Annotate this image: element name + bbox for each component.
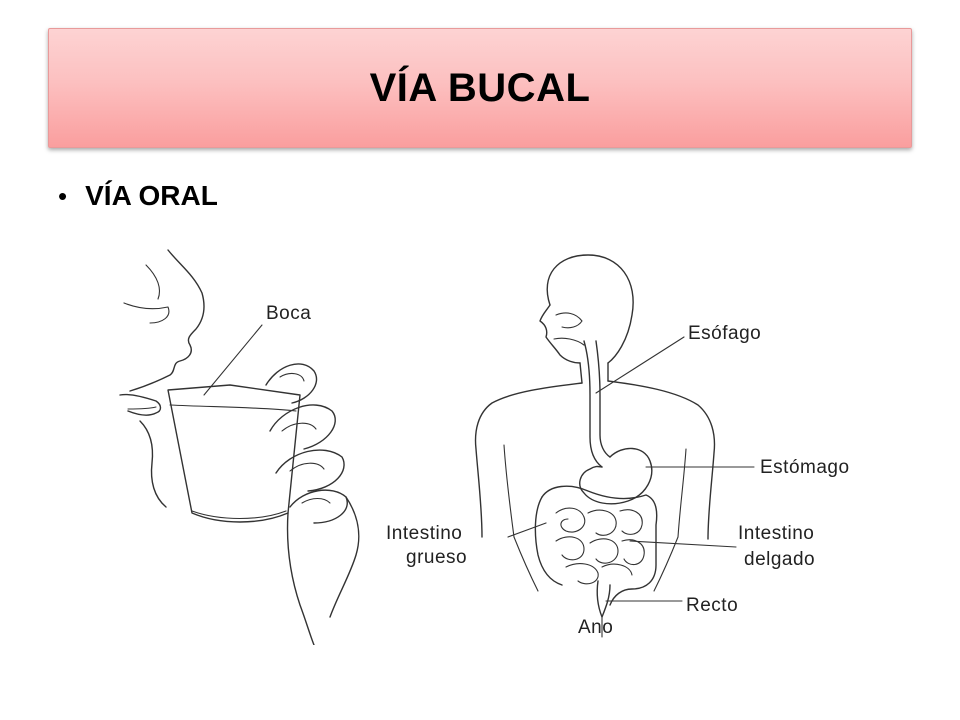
label-intestino-delgado-2: delgado [744,549,815,570]
bullet-dot-icon: • [58,181,68,211]
bullet-text: VÍA ORAL [85,180,218,211]
digestive-illustration: Boca [119,249,850,645]
label-intestino-grueso-1: Intestino [386,523,462,544]
label-boca: Boca [266,303,311,324]
face-drinking-drawing [119,249,360,645]
label-estomago: Estómago [760,457,850,478]
slide-title: VÍA BUCAL [369,65,591,110]
body-digestive-drawing [474,254,755,638]
label-ano: Ano [578,617,613,638]
label-recto: Recto [686,595,738,616]
label-intestino-grueso-2: grueso [406,547,467,568]
bullet-item: • VÍA ORAL [58,180,218,212]
label-esofago: Esófago [688,323,761,344]
label-intestino-delgado-1: Intestino [738,523,814,544]
title-box: VÍA BUCAL [48,28,912,148]
